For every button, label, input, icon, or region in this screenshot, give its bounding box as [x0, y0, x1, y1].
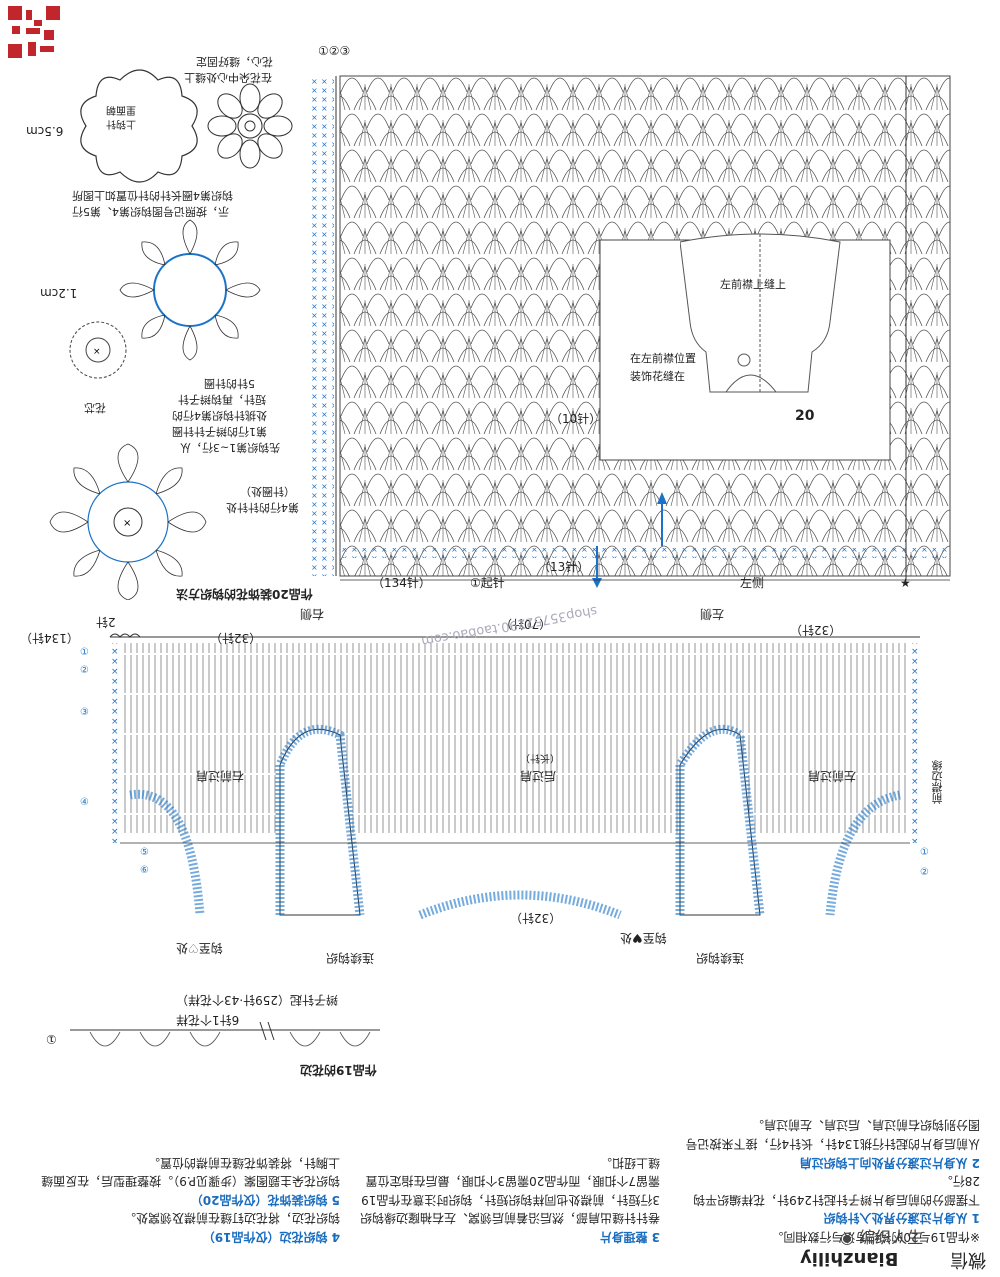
svg-text:⑥: ⑥ [140, 865, 149, 876]
watermark-logo: ◉ 编织人生 [840, 1224, 923, 1248]
stitch-note-1: 在花朵中心处缝上 [184, 71, 272, 84]
top-yoke-diagram: × [312, 75, 951, 588]
size-label-1: 6.5cm [26, 124, 64, 138]
inset-note-1: 左前襟上缝上 [720, 278, 786, 291]
garment-inset [680, 233, 841, 393]
step-5-title: 5 钩织装饰花（仅作品20） [190, 1192, 340, 1207]
instructions-header: ※作品19与20的钩织方法与行数相同。 [771, 1230, 980, 1244]
brand-logo: 微信 [950, 1249, 986, 1270]
panel-back-sub: （长针） [520, 752, 560, 763]
step-1-text: 下摆部分的前后身片辫子针起针249针，花样编织平钩28行。 [693, 1174, 980, 1207]
step-2-text: 从前后身片的起针行挑134针，长针4行，接下来按记号图分别钩织右前过肩、后过肩、… [685, 1118, 980, 1152]
svg-text:①: ① [920, 847, 929, 858]
centre-label-2: 上钩针 [106, 118, 136, 129]
panel-right-front: 右前过肩 [196, 769, 245, 783]
qr-code [8, 6, 60, 58]
front-edge-label: 前襟边缘 [931, 760, 944, 804]
bottom-start-mark: ①起针 [470, 576, 505, 590]
mid-count-2: （10针） [550, 412, 602, 426]
edging-start: ① [46, 1032, 57, 1046]
size-label-2: 1.2cm [40, 286, 78, 300]
motif-title: 作品20装饰花的钩织方法 [176, 587, 313, 601]
step-2-title: 2 从身片过渡分界处向上钩织过肩 [799, 1155, 980, 1170]
ring-label-1: 第4行的针针处 [226, 501, 299, 514]
body-diagram: × ①②③ ④⑤⑥ ①② [80, 633, 929, 920]
step-5: 5针的针圈 [204, 377, 255, 390]
piece-number: 20 [795, 408, 815, 424]
step-4: 短针，再钩辫子针 [178, 393, 266, 406]
neck-count: （32针） [510, 911, 562, 925]
mid-count: （13针） [538, 560, 590, 574]
left-side-label-body: 左侧 [700, 607, 725, 621]
brand-name: Bianzhiliy [800, 1248, 899, 1269]
wechat-icon: ◉ [840, 1228, 854, 1247]
two-stitch: 2针 [96, 615, 116, 629]
stitch-note-2: 花心，缝好固定 [196, 55, 273, 68]
svg-text:③: ③ [80, 707, 89, 718]
edging-count: 辫子针起（259针·43个花样） [176, 993, 338, 1007]
ring-label-2: （针圈处） [240, 485, 295, 498]
panel-left-front: 左前过肩 [808, 769, 857, 783]
top-count-left: （32针） [210, 631, 262, 645]
svg-text:②: ② [920, 867, 929, 878]
step-4-text: 钩织花边，将花边钉缝在前襟及领窝处。 [123, 1211, 340, 1226]
step-3-title: 3 整理身片 [599, 1230, 660, 1244]
right-side-label: 右侧 [300, 607, 325, 621]
svg-text:×: × [93, 347, 101, 357]
svg-text:×: × [123, 518, 131, 529]
bottom-mark-left: 钩至♡处 [176, 941, 223, 955]
chain-mark-2: 连续钩织 [696, 951, 745, 965]
edging-repeat: 6针1个花样 [176, 1013, 240, 1027]
bottom-mark-right: 钩至♥处 [620, 931, 667, 945]
watermark-text: 编织人生 [859, 1228, 924, 1247]
step-3: 处挑针钩织第4行的 [172, 409, 267, 422]
row-label-top: ①②③ [318, 44, 351, 58]
top-count-right: （32针） [790, 623, 842, 637]
bottom-count: （134针） [372, 576, 431, 590]
flower-center-label: 花芯 [84, 401, 106, 414]
left-side-label: 左侧 [740, 576, 765, 590]
rows-note-1: 钩织第4圈长针的针位置如上图所 [72, 189, 233, 202]
svg-text:⑤: ⑤ [140, 847, 149, 858]
inset-note-3: 装饰花缝在 [630, 370, 685, 383]
svg-text:②: ② [80, 665, 89, 676]
step-5-text: 钩织花朵主题图案（步骤见P.9）。按整理型后，在反面缝上胸针，将装饰花缝在前襟的… [41, 1155, 340, 1189]
rows-note-2: 示，按照记号图钩织第4、第5行 [72, 205, 229, 218]
step-2: 第1行的辫子针针圈 [172, 425, 267, 438]
chain-mark-1: 连续钩织 [326, 951, 375, 965]
step-1-title: 1 从身片过渡分界处入针钩织 [823, 1211, 980, 1226]
step-3-text: 卷针针缝出肩部，然后沿着前后领窝、左右袖窿边缘钩织3行短针，前襟处也同样钩织短针… [359, 1155, 660, 1226]
star-mark: ★ [900, 576, 911, 590]
edging-diagram [70, 1021, 380, 1047]
inset-note-2: 在左前襟位置 [630, 352, 696, 365]
step-1: 先钩织第1~3行，从 [180, 441, 281, 454]
flower-motifs: × × [49, 69, 293, 600]
svg-text:①: ① [80, 647, 89, 658]
instructions-block: ※作品19与20的钩织方法与行数相同。 1 从身片过渡分界处入针钩织 下摆部分的… [40, 1056, 980, 1246]
centre-label-1: 里面朝 [106, 104, 136, 115]
svg-text:④: ④ [80, 797, 89, 808]
total-count: （134针） [20, 631, 79, 645]
step-4-title: 4 钩织花边（仅作品19） [202, 1230, 340, 1244]
panel-back: 后过肩 [520, 769, 557, 783]
